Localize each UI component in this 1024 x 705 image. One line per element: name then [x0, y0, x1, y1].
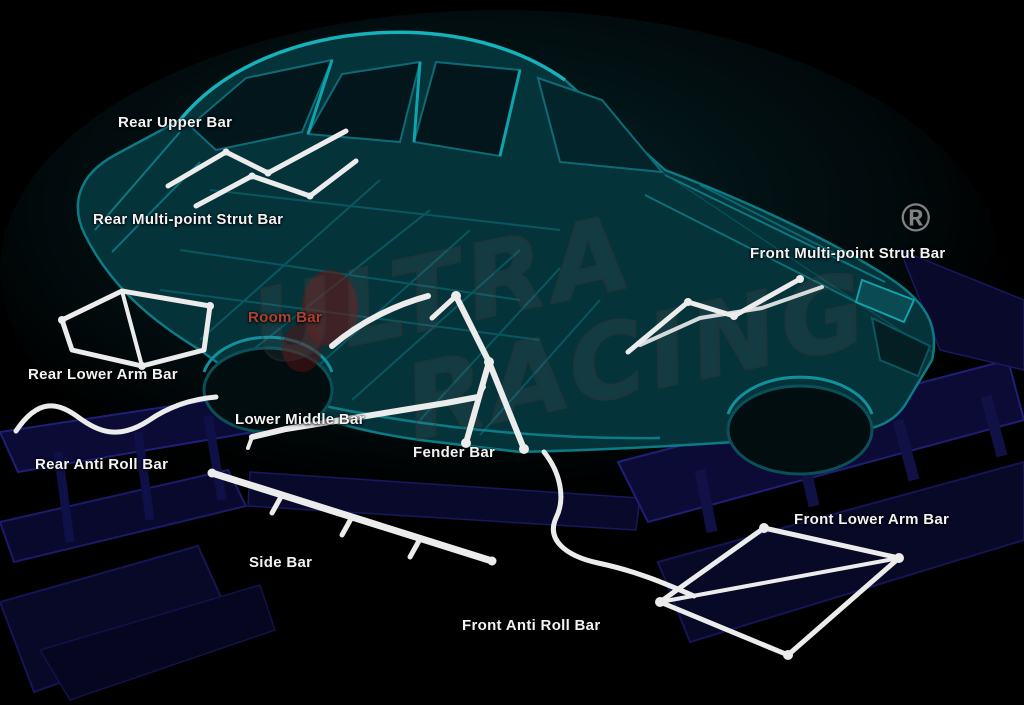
fender-bar-graphic — [429, 291, 529, 454]
rear-lower-arm-bar-graphic — [58, 288, 214, 370]
label-front-anti-roll-bar: Front Anti Roll Bar — [462, 617, 601, 634]
front-multi-point-strut-bar-graphic — [625, 275, 824, 355]
label-front-multi-point-strut-bar: Front Multi-point Strut Bar — [750, 245, 946, 262]
label-front-lower-arm-bar: Front Lower Arm Bar — [794, 511, 950, 528]
label-room-bar: Room Bar — [248, 309, 323, 326]
side-bar-graphic — [207, 468, 497, 566]
label-rear-multi-point-strut-bar: Rear Multi-point Strut Bar — [93, 211, 284, 228]
room-bar-graphic — [329, 293, 431, 349]
label-lower-middle-bar: Lower Middle Bar — [235, 411, 365, 428]
chassis-platform — [0, 248, 1024, 701]
label-rear-upper-bar: Rear Upper Bar — [118, 114, 233, 131]
rear-anti-roll-bar-graphic — [13, 394, 219, 435]
label-side-bar: Side Bar — [249, 554, 313, 571]
rear-multi-point-strut-bar-graphic — [193, 158, 359, 209]
registered-trademark-symbol: ® — [901, 196, 931, 240]
label-rear-anti-roll-bar: Rear Anti Roll Bar — [35, 456, 169, 473]
label-rear-lower-arm-bar: Rear Lower Arm Bar — [28, 366, 178, 383]
front-lower-arm-bar-graphic — [655, 523, 904, 660]
rear-upper-bar-graphic — [165, 128, 349, 189]
front-anti-roll-bar-graphic — [541, 449, 697, 599]
label-fender-bar: Fender Bar — [413, 444, 496, 461]
